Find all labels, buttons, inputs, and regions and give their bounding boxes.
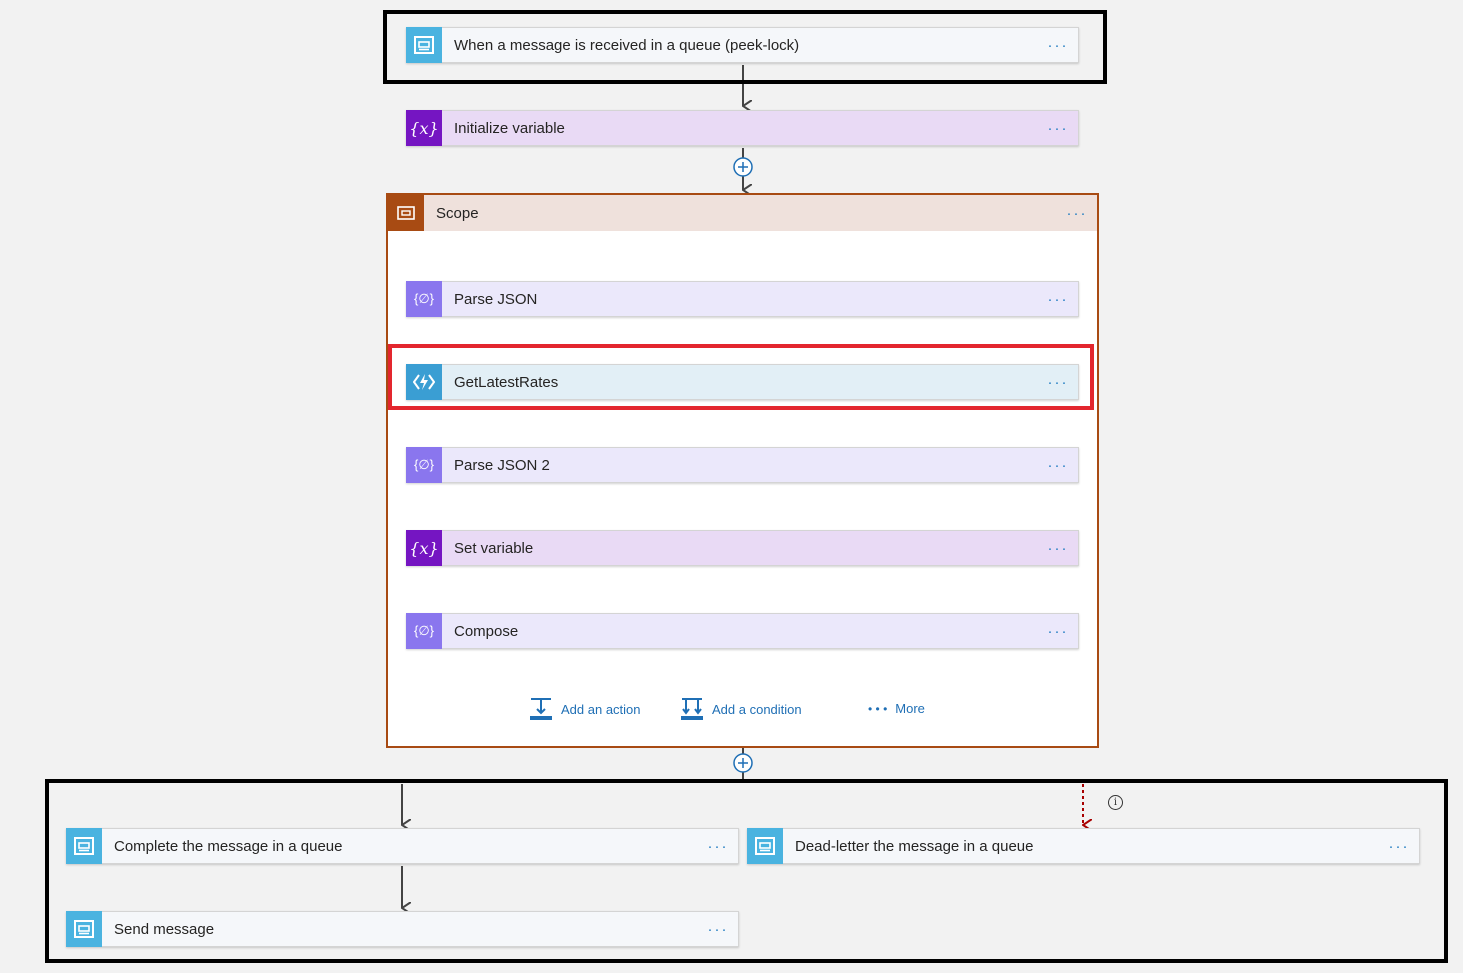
more-options-icon[interactable]: ··· <box>1047 290 1069 308</box>
step-label: Compose <box>454 622 519 640</box>
add-action-link[interactable]: Add an action <box>529 697 641 721</box>
more-options-icon[interactable]: ··· <box>707 837 729 855</box>
more-options-icon[interactable]: ··· <box>1047 622 1069 640</box>
trigger-card[interactable]: When a message is received in a queue (p… <box>406 27 1079 63</box>
add-action-icon <box>530 698 552 720</box>
highlight-frame-trigger <box>383 10 1107 84</box>
data-operation-icon: {∅} <box>406 281 442 317</box>
add-condition-icon <box>681 698 703 720</box>
more-options-icon[interactable]: ··· <box>707 920 729 938</box>
step-label: Dead-letter the message in a queue <box>795 837 1034 855</box>
highlight-frame-branches <box>45 779 1448 963</box>
service-bus-icon <box>406 27 442 63</box>
more-options-icon[interactable]: ··· <box>1066 204 1088 222</box>
send-message-card[interactable]: Send message ··· <box>66 911 739 947</box>
service-bus-icon <box>66 828 102 864</box>
more-options-icon[interactable]: ··· <box>1047 119 1069 137</box>
initialize-variable-label: Initialize variable <box>454 119 565 137</box>
data-operation-icon: {∅} <box>406 447 442 483</box>
highlight-frame-get-latest-rates <box>388 344 1094 410</box>
set-variable-card[interactable]: {x} Set variable ··· <box>406 530 1079 566</box>
variable-icon: {x} <box>406 530 442 566</box>
parse-json-2-card[interactable]: {∅} Parse JSON 2 ··· <box>406 447 1079 483</box>
add-condition-label: Add a condition <box>712 701 802 717</box>
complete-message-card[interactable]: Complete the message in a queue ··· <box>66 828 739 864</box>
more-link[interactable]: • • • More <box>868 701 925 716</box>
scope-label: Scope <box>436 204 479 222</box>
more-options-icon[interactable]: ··· <box>1047 456 1069 474</box>
more-options-icon[interactable]: ··· <box>1047 539 1069 557</box>
insert-step-plus-1 <box>733 157 753 177</box>
more-options-icon[interactable]: ··· <box>1047 373 1069 391</box>
scope-icon <box>388 195 424 231</box>
step-label: GetLatestRates <box>454 373 559 391</box>
step-label: Complete the message in a queue <box>114 837 343 855</box>
step-label: Set variable <box>454 539 534 557</box>
parse-json-card[interactable]: {∅} Parse JSON ··· <box>406 281 1079 317</box>
step-label: Send message <box>114 920 215 938</box>
service-bus-icon <box>66 911 102 947</box>
azure-function-icon <box>406 364 442 400</box>
dead-letter-card[interactable]: Dead-letter the message in a queue ··· <box>747 828 1420 864</box>
more-label: More <box>895 701 925 716</box>
info-icon[interactable]: i <box>1108 795 1123 810</box>
step-label: Parse JSON 2 <box>454 456 550 474</box>
trigger-label: When a message is received in a queue (p… <box>454 36 800 54</box>
get-latest-rates-card[interactable]: GetLatestRates ··· <box>406 364 1079 400</box>
initialize-variable-card[interactable]: {x} Initialize variable ··· <box>406 110 1079 146</box>
variable-icon: {x} <box>406 110 442 146</box>
step-label: Parse JSON <box>454 290 538 308</box>
add-condition-link[interactable]: Add a condition <box>680 697 802 721</box>
insert-step-plus-2 <box>733 753 753 773</box>
compose-card[interactable]: {∅} Compose ··· <box>406 613 1079 649</box>
more-dots-icon: • • • <box>868 701 888 716</box>
scope-header[interactable]: Scope ··· <box>388 195 1097 231</box>
add-action-label: Add an action <box>561 701 641 717</box>
more-options-icon[interactable]: ··· <box>1047 36 1069 54</box>
service-bus-icon <box>747 828 783 864</box>
more-options-icon[interactable]: ··· <box>1388 837 1410 855</box>
data-operation-icon: {∅} <box>406 613 442 649</box>
